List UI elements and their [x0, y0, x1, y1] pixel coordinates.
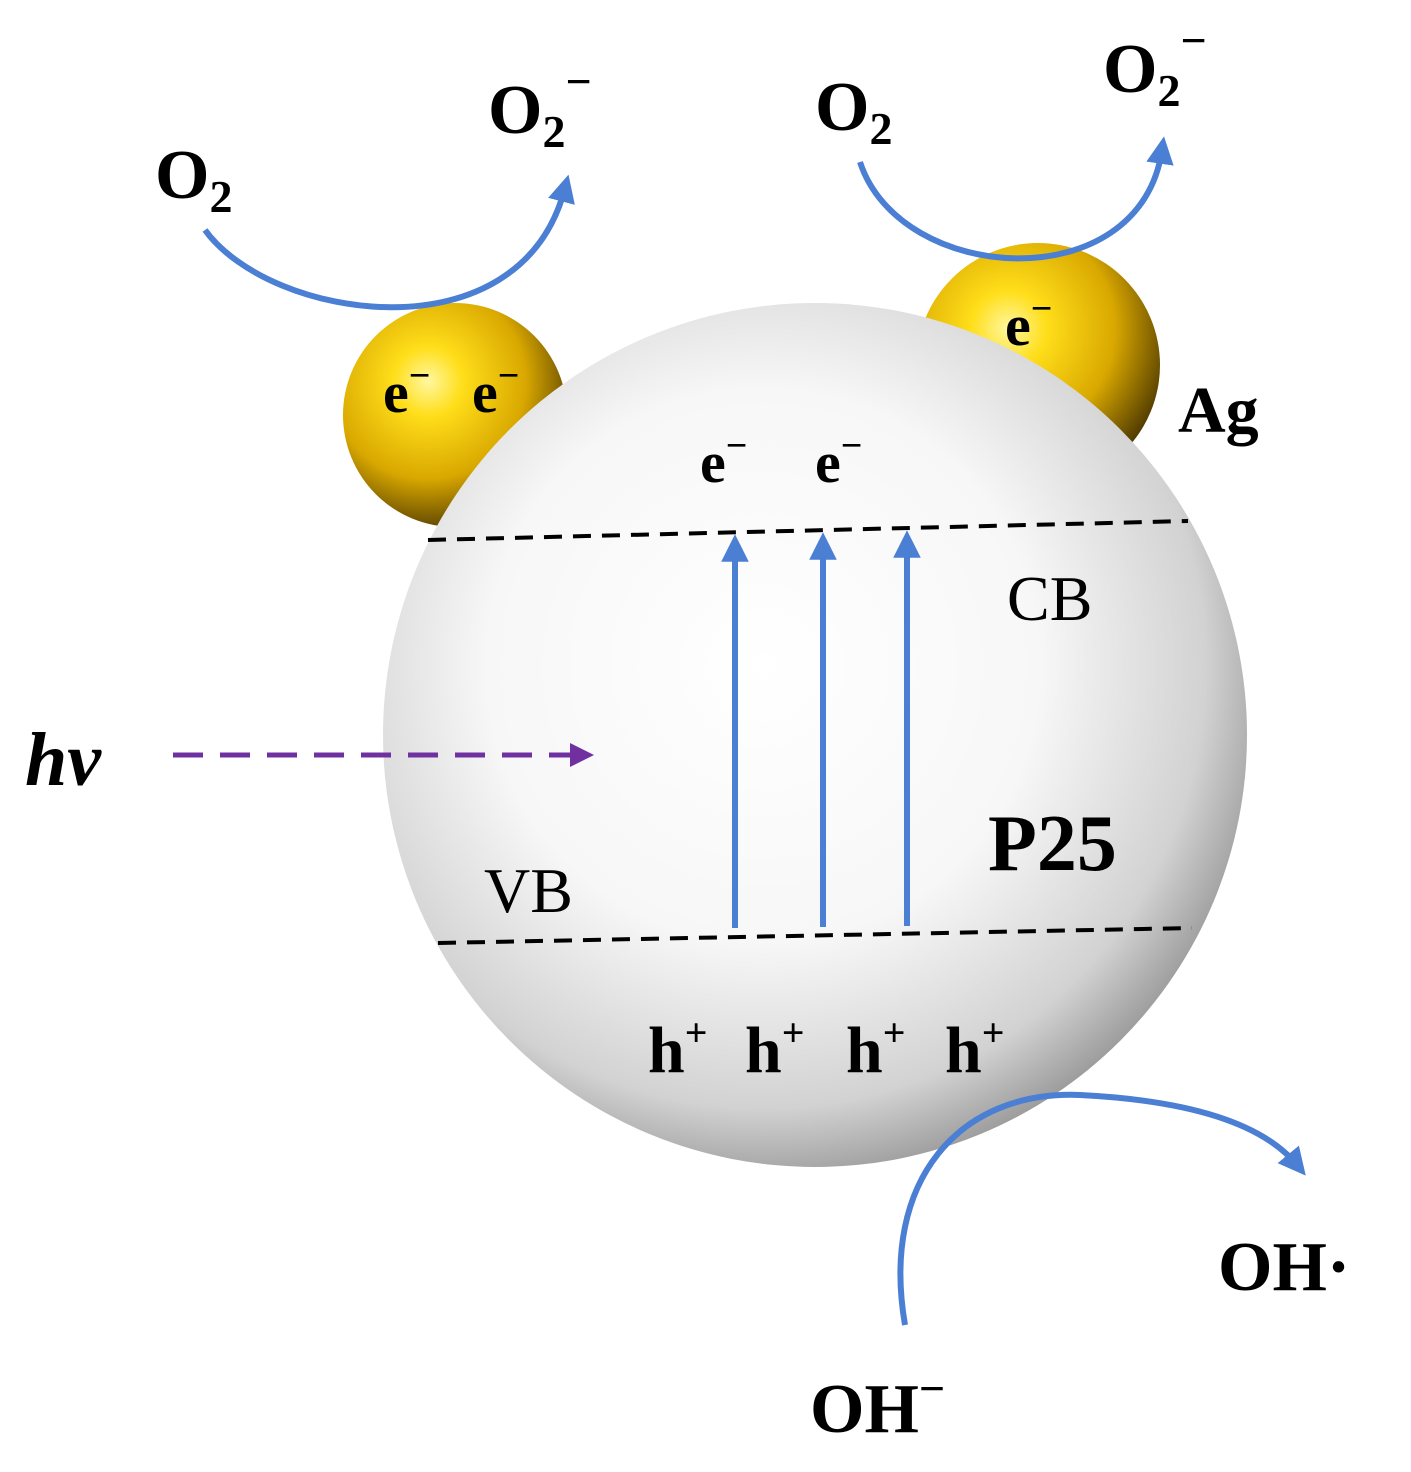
reaction-arrow-hydroxyl: [897, 1091, 1306, 1326]
ag-label: Ag: [1178, 374, 1259, 447]
cb-electron: e−: [815, 425, 862, 495]
light-label: hv: [25, 718, 102, 802]
o2-reactant-right: O2: [815, 69, 892, 154]
vb-label: VB: [484, 855, 573, 926]
cb-label: CB: [1007, 563, 1092, 634]
ag-electron: e−: [1005, 288, 1052, 358]
superoxide-product-left: O2−: [488, 56, 592, 157]
reaction-arrow-right: [857, 136, 1174, 262]
p25-sphere: [383, 303, 1247, 1167]
ag-electron: e−: [472, 355, 519, 425]
superoxide-product-right: O2−: [1103, 15, 1207, 116]
vb-band-edge: [437, 926, 1193, 945]
cb-electron: e−: [700, 425, 747, 495]
hole: h+: [846, 1010, 906, 1087]
hole: h+: [945, 1010, 1005, 1087]
ag-electron: e−: [383, 355, 430, 425]
cb-band-edge: [427, 519, 1189, 542]
reaction-arrow-left: [202, 174, 575, 311]
hole: h+: [648, 1010, 708, 1087]
hole: h+: [745, 1010, 805, 1087]
o2-reactant-left: O2: [155, 137, 232, 222]
hydroxyl-radical-product: OH·: [1218, 1229, 1350, 1306]
p25-label: P25: [988, 800, 1117, 888]
hydroxide-reactant: OH−: [810, 1363, 945, 1448]
